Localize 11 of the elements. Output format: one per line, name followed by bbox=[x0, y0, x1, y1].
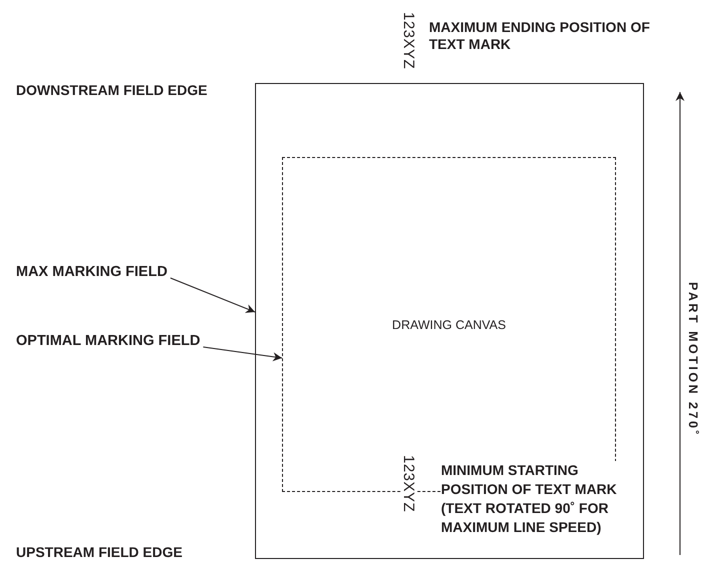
sample-text-mark: 123XYZ bbox=[401, 12, 416, 70]
callout-label: MAX MARKING FIELD bbox=[16, 263, 168, 281]
callout-label: OPTIMAL MARKING FIELD bbox=[16, 332, 200, 350]
leader-line bbox=[202, 346, 282, 362]
leader-line bbox=[170, 278, 256, 313]
field-edge-text: UPSTREAM FIELD EDGE bbox=[16, 544, 182, 561]
sample-text-mark: 123XYZ bbox=[401, 455, 416, 512]
field-edge-text: DOWNSTREAM FIELD EDGE bbox=[16, 82, 208, 99]
canvas-label: DRAWING CANVAS bbox=[392, 318, 506, 332]
direction-label: PART MOTION 270˚ bbox=[686, 282, 700, 438]
note-text: MAXIMUM ENDING POSITION OF TEXT MARK bbox=[429, 19, 651, 53]
